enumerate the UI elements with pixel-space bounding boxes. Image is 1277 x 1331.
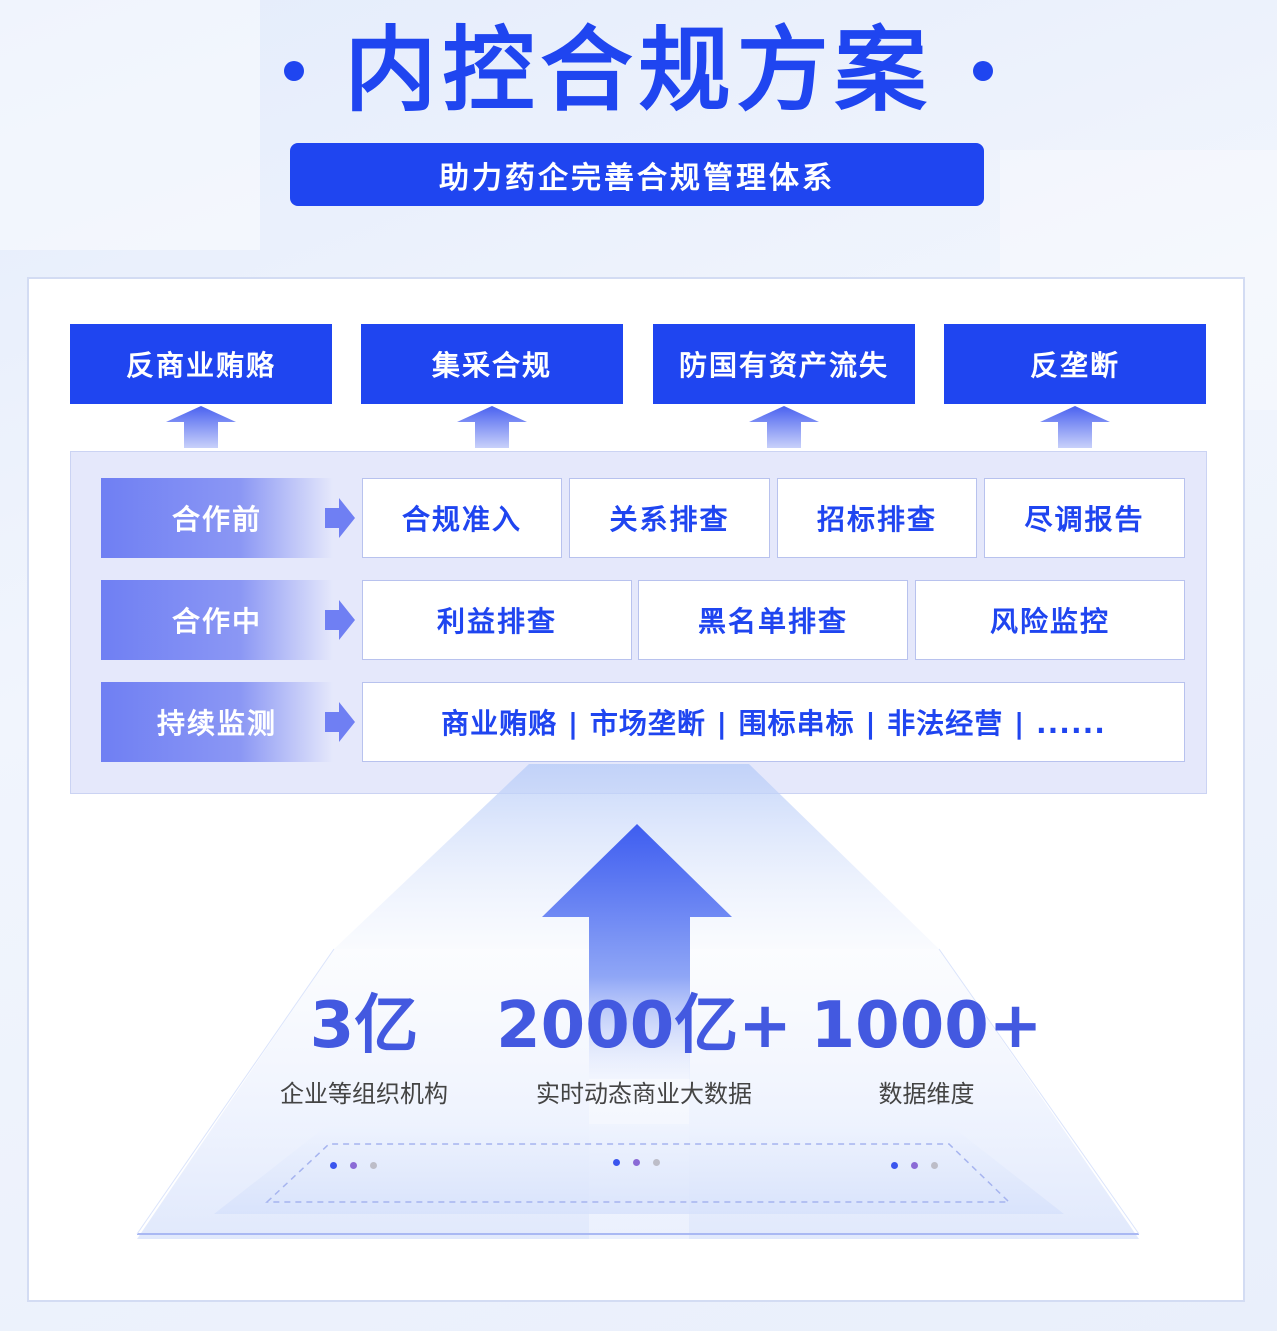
goal-state-asset-protection: 防国有资产流失: [653, 324, 915, 404]
stat-label: 数据维度: [878, 1080, 975, 1108]
stat-value: 1000+: [810, 989, 1043, 1063]
up-arrow-icon: [1040, 406, 1110, 448]
page-title: 内控合规方案: [344, 16, 933, 124]
stage-item: 黑名单排查: [638, 580, 908, 660]
stage-panel: 合作前 合规准入 关系排查 招标排查 尽调报告 合作中 利益排查 黑名单排查 风…: [70, 451, 1207, 794]
data-foundation-illustration: [136, 764, 1140, 1239]
up-arrow-icon: [749, 406, 819, 448]
dot-icon: [891, 1162, 898, 1169]
chevron-right-icon: [325, 600, 355, 640]
subtitle-banner: 助力药企完善合规管理体系: [290, 143, 984, 206]
stage-label-during: 合作中: [101, 580, 333, 660]
stage-item: 招标排查: [777, 478, 977, 558]
up-arrow-icon: [457, 406, 527, 448]
stage-item: 合规准入: [362, 478, 562, 558]
up-arrow-icon: [166, 406, 236, 448]
monitoring-item: 商业贿赂 | 市场垄断 | 围标串标 | 非法经营 | ......: [362, 682, 1185, 762]
decorative-dots: [891, 1162, 938, 1169]
dot-icon: [370, 1162, 377, 1169]
dot-icon: [613, 1159, 620, 1166]
goal-anti-bribery: 反商业贿赂: [70, 324, 332, 404]
goal-procurement-compliance: 集采合规: [361, 324, 623, 404]
solution-card: 反商业贿赂 集采合规 防国有资产流失 反垄断 合作前 合规准入 关系排查 招标排…: [27, 277, 1245, 1302]
stage-item: 关系排查: [569, 478, 770, 558]
dot-icon: [931, 1162, 938, 1169]
stat-value: 3亿: [309, 989, 419, 1063]
dot-icon: [911, 1162, 918, 1169]
chevron-right-icon: [325, 702, 355, 742]
chevron-right-icon: [325, 498, 355, 538]
stat-value: 2000亿+: [496, 989, 792, 1063]
decorative-dots: [330, 1162, 377, 1169]
stage-label-monitoring: 持续监测: [101, 682, 333, 762]
stat-label: 企业等组织机构: [280, 1080, 448, 1108]
title-dot-left: [284, 60, 305, 81]
title-row: 内控合规方案: [0, 18, 1277, 123]
stage-label-before: 合作前: [101, 478, 333, 558]
dot-icon: [350, 1162, 357, 1169]
goal-anti-monopoly: 反垄断: [944, 324, 1206, 404]
stage-item: 风险监控: [915, 580, 1185, 660]
stage-item: 利益排查: [362, 580, 632, 660]
title-dot-right: [972, 60, 993, 81]
stat-label: 实时动态商业大数据: [536, 1080, 752, 1108]
background-panel: [0, 0, 260, 250]
dot-icon: [633, 1159, 640, 1166]
decorative-dots: [613, 1159, 660, 1166]
stage-item: 尽调报告: [984, 478, 1185, 558]
dot-icon: [653, 1159, 660, 1166]
dot-icon: [330, 1162, 337, 1169]
